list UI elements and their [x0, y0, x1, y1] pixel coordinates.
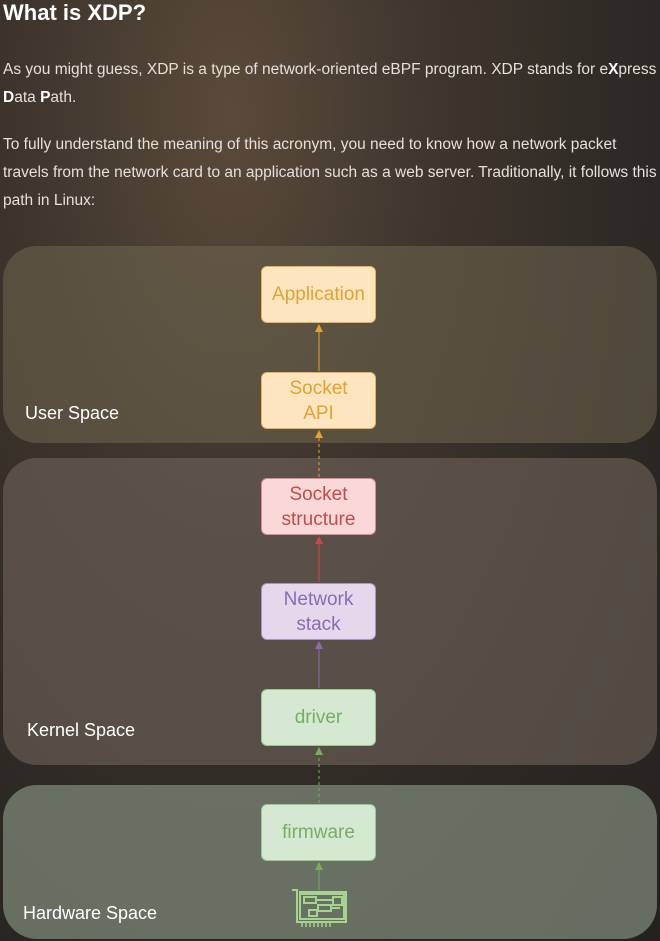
driver-box: driver [261, 689, 376, 746]
firmware-box: firmware [261, 804, 376, 861]
socket-api-label: Socket API [289, 377, 348, 424]
page-title: What is XDP? [3, 0, 147, 25]
card-connector-pins [301, 922, 331, 927]
user-space-label: User Space [25, 403, 120, 423]
acronym-letter-x: X [608, 61, 619, 78]
network-stack-label: Network stack [283, 588, 354, 635]
socket-structure-label: Socket structure [281, 483, 356, 530]
firmware-label: firmware [282, 822, 355, 843]
network-card-icon [292, 889, 347, 923]
intro-text: ath. [50, 89, 77, 106]
hardware-space-label: Hardware Space [23, 903, 158, 923]
intro-text: press [618, 61, 657, 78]
acronym-letter-d: D [3, 89, 15, 106]
application-label: Application [272, 284, 365, 305]
intro-text: ata [14, 89, 41, 106]
explanation-paragraph: To fully understand the meaning of this … [3, 136, 657, 209]
acronym-letter-p: P [40, 89, 51, 106]
driver-label: driver [294, 707, 343, 728]
kernel-space-label: Kernel Space [27, 720, 136, 740]
intro-text: As you might guess, XDP is a type of net… [3, 61, 609, 78]
application-box: Application [261, 266, 376, 323]
socket-structure-box: Socket structure [261, 478, 376, 535]
socket-api-box: Socket API [261, 372, 376, 429]
intro-paragraph: As you might guess, XDP is a type of net… [3, 56, 659, 112]
network-stack-box: Network stack [261, 583, 376, 640]
